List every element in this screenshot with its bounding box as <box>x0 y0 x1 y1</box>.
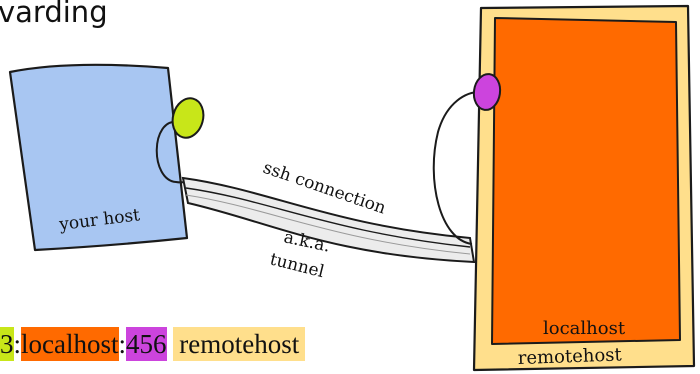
cmd-remote-port: 456 <box>126 327 167 361</box>
cmd-separator: : <box>13 329 22 359</box>
remote-localhost-box <box>491 17 681 345</box>
remotehost-label: remotehost <box>517 344 622 369</box>
remote-port-icon <box>472 73 502 111</box>
remote-loop-wire <box>432 90 486 245</box>
cmd-space <box>167 327 174 361</box>
cmd-localhost: localhost <box>21 327 119 361</box>
cmd-remotehost: remotehost <box>173 327 306 361</box>
cmd-separator: : <box>118 329 127 359</box>
ssh-command: 3 : localhost : 456 remotehost <box>0 326 306 362</box>
local-port-icon <box>171 97 205 139</box>
remote-localhost-label: localhost <box>543 318 626 339</box>
your-host-box <box>8 63 189 252</box>
tunnel-inner-line <box>185 187 471 248</box>
cmd-local-port: 3 <box>0 327 14 361</box>
tunnel-inner-line <box>185 194 471 255</box>
ssh-tunnel <box>181 176 476 264</box>
diagram-title: varding <box>0 0 108 29</box>
